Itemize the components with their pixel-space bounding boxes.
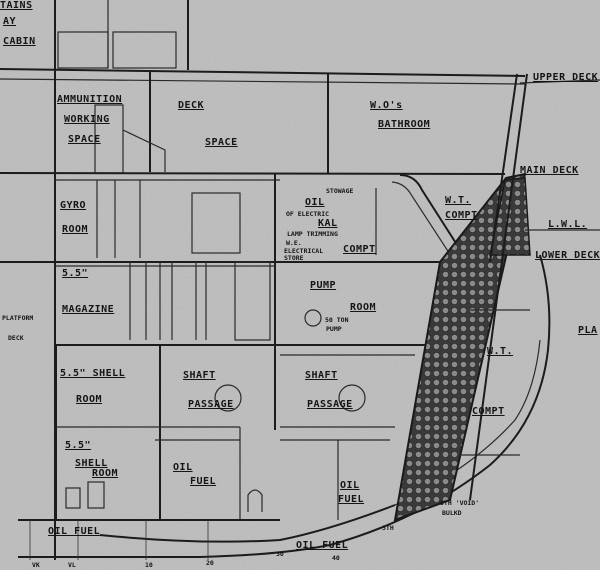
frame-label: 20 bbox=[206, 559, 214, 567]
frame-label: VK bbox=[32, 561, 40, 569]
wt-label: W.T. bbox=[445, 195, 471, 206]
frame-label: 40 bbox=[332, 554, 340, 562]
oil-label: OIL bbox=[305, 197, 325, 208]
lower-deck-label: LOWER DECK bbox=[535, 250, 600, 261]
shell-label: SHELL bbox=[75, 458, 108, 469]
we-label: W.E. bbox=[286, 239, 302, 247]
platform-label: PLATFORM bbox=[2, 314, 33, 322]
magazine-size-label: 5.5" bbox=[62, 268, 88, 279]
oil-fuel-label: FUEL bbox=[338, 494, 364, 505]
electric-label: OF ELECTRIC bbox=[286, 210, 329, 218]
oil-fuel-label: OIL FUEL bbox=[48, 526, 100, 537]
electrical-label: ELECTRICAL bbox=[284, 247, 323, 255]
pump-word-label: PUMP bbox=[326, 325, 342, 333]
upper-deck-label: UPPER DECK bbox=[533, 72, 598, 83]
oil-fuel-label: OIL bbox=[173, 462, 193, 473]
gyro-label: GYRO bbox=[60, 200, 86, 211]
bulkhead-label: BULKD bbox=[442, 509, 462, 517]
room-label: ROOM bbox=[76, 394, 102, 405]
space-label: SPACE bbox=[68, 134, 101, 145]
working-label: WORKING bbox=[64, 114, 110, 125]
compt-label: COMPT bbox=[445, 210, 478, 221]
lwl-label: L.W.L. bbox=[548, 219, 587, 230]
frame-label: 30 bbox=[276, 550, 284, 558]
pump-label: PUMP bbox=[310, 280, 336, 291]
void-label: 5TH 'VOID' bbox=[440, 499, 479, 507]
lamp-label: LAMP TRIMMING bbox=[287, 230, 338, 238]
deck-label: DECK bbox=[178, 100, 204, 111]
stowage-label: STOWAGE bbox=[326, 187, 353, 195]
passage-label: PASSAGE bbox=[188, 399, 234, 410]
armour-belt bbox=[393, 172, 527, 522]
frame-label: VL bbox=[68, 561, 76, 569]
shell-room-label: 5.5" bbox=[65, 440, 91, 451]
oil-fuel-label: OIL FUEL bbox=[296, 540, 348, 551]
bathroom-label: BATHROOM bbox=[378, 119, 430, 130]
cabin-label: CABIN bbox=[3, 36, 36, 47]
compt-label: COMPT bbox=[472, 406, 505, 417]
store-label: STORE bbox=[284, 254, 304, 262]
cabin-label: AY bbox=[3, 16, 16, 27]
wt-label: W.T. bbox=[487, 346, 513, 357]
pump-capacity-label: 50 TON bbox=[325, 316, 349, 324]
shell-room-label: 5.5" SHELL bbox=[60, 368, 125, 379]
wos-label: W.O's bbox=[370, 100, 403, 111]
platform-right-label: PLA bbox=[578, 325, 598, 336]
compt-label: COMPT bbox=[343, 244, 376, 255]
frame-label: 5TH bbox=[382, 524, 394, 532]
shaft-label: SHAFT bbox=[305, 370, 338, 381]
room-label: ROOM bbox=[92, 468, 118, 479]
room-label: ROOM bbox=[350, 302, 376, 313]
oil-fuel-label: FUEL bbox=[190, 476, 216, 487]
platform-deck-label: DECK bbox=[8, 334, 24, 342]
space-label: SPACE bbox=[205, 137, 238, 148]
oil-fuel-label: OIL bbox=[340, 480, 360, 491]
ammunition-label: AMMUNITION bbox=[57, 94, 122, 105]
kal-label: KAL bbox=[318, 218, 338, 229]
magazine-label: MAGAZINE bbox=[62, 304, 114, 315]
cabin-label: TAINS bbox=[0, 0, 33, 11]
shaft-label: SHAFT bbox=[183, 370, 216, 381]
main-deck-label: MAIN DECK bbox=[520, 165, 579, 176]
passage-label: PASSAGE bbox=[307, 399, 353, 410]
room-label: ROOM bbox=[62, 224, 88, 235]
frame-label: 10 bbox=[145, 561, 153, 569]
